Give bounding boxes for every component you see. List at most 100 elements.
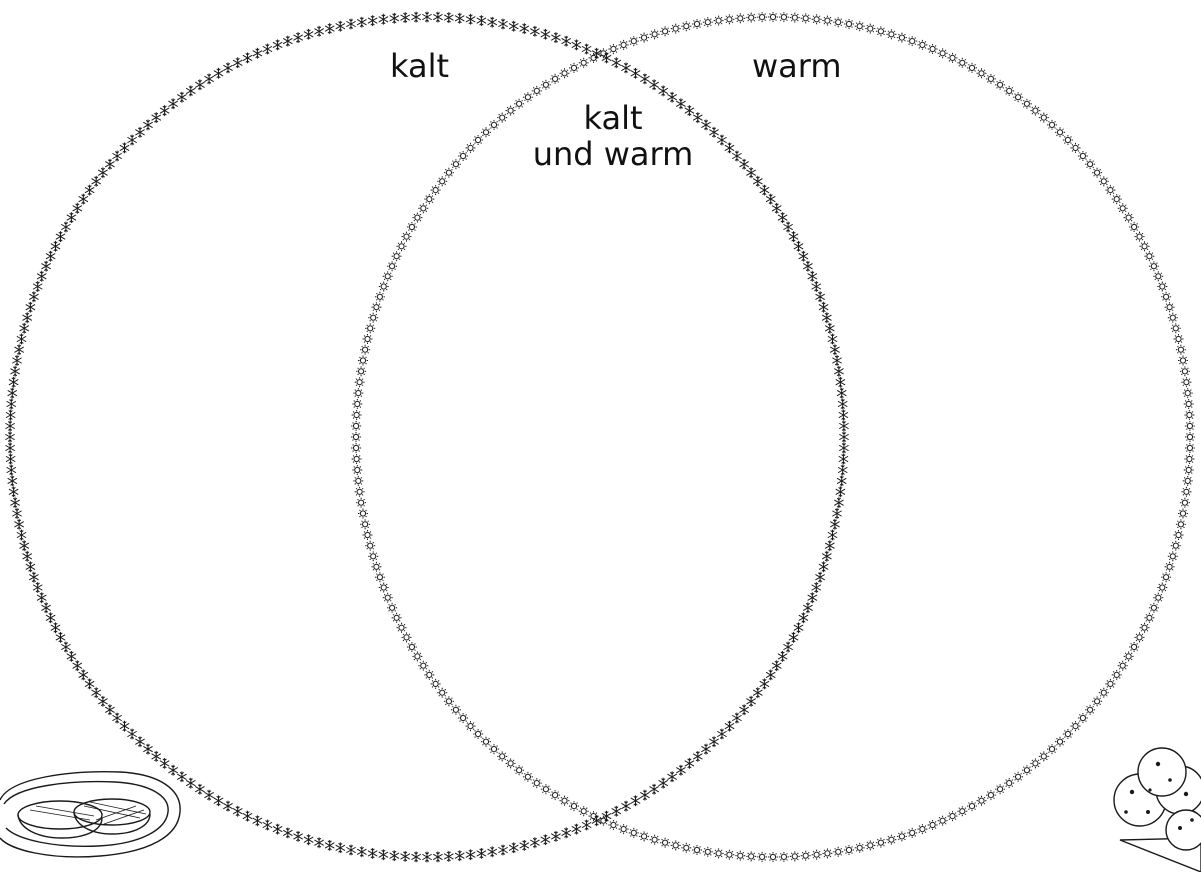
snowflake-icon bbox=[67, 213, 76, 223]
sun-icon bbox=[639, 33, 649, 43]
sun-icon bbox=[897, 33, 907, 43]
sun-icon bbox=[1153, 271, 1163, 281]
snowflake-icon bbox=[659, 778, 668, 788]
snowflake-icon bbox=[26, 562, 35, 572]
sun-icon bbox=[1174, 334, 1184, 344]
sun-icon bbox=[387, 261, 397, 271]
snowflake-icon bbox=[789, 232, 798, 242]
snowflake-icon bbox=[650, 80, 659, 90]
warm-label: warm bbox=[752, 48, 842, 84]
sun-icon bbox=[1124, 213, 1134, 223]
snowflake-icon bbox=[315, 838, 324, 848]
sun-icon bbox=[473, 135, 483, 145]
sun-icon bbox=[822, 16, 832, 26]
sun-icon bbox=[1185, 443, 1195, 453]
snowflake-icon bbox=[812, 282, 821, 292]
sun-icon bbox=[957, 806, 967, 816]
snowflake-icon bbox=[73, 661, 82, 671]
snowflake-icon bbox=[128, 729, 137, 739]
sun-icon bbox=[977, 68, 987, 78]
snowflake-icon bbox=[6, 432, 15, 442]
snowflake-icon bbox=[466, 850, 475, 860]
snowflake-icon bbox=[816, 572, 825, 582]
sun-icon bbox=[714, 848, 724, 858]
snowflake-icon bbox=[718, 729, 727, 739]
sun-icon bbox=[368, 551, 378, 561]
snowflake-icon bbox=[784, 642, 793, 652]
sun-icon bbox=[844, 845, 854, 855]
snowflake-icon bbox=[56, 232, 65, 242]
snowflake-icon bbox=[205, 74, 214, 84]
snowflake-icon bbox=[733, 713, 742, 723]
sun-icon bbox=[1149, 261, 1159, 271]
snowflake-icon bbox=[799, 613, 808, 623]
sun-icon bbox=[692, 19, 702, 29]
snowflake-icon bbox=[51, 623, 60, 633]
snowflake-icon bbox=[152, 751, 161, 761]
sun-icon bbox=[1039, 113, 1049, 123]
sun-icon bbox=[1099, 176, 1109, 186]
snowflake-icon bbox=[839, 410, 848, 420]
snowflake-icon bbox=[7, 465, 16, 475]
sun-icon bbox=[833, 17, 843, 27]
snowflake-icon bbox=[612, 806, 621, 816]
sun-icon bbox=[358, 356, 368, 366]
snowflake-icon bbox=[304, 835, 313, 845]
sun-icon bbox=[1013, 92, 1023, 102]
snowflake-icon bbox=[650, 784, 659, 794]
snowflake-icon bbox=[9, 377, 18, 387]
sun-icon bbox=[1078, 151, 1088, 161]
snowflake-icon bbox=[46, 251, 55, 261]
sun-icon bbox=[365, 323, 375, 333]
snowflake-icon bbox=[725, 721, 734, 731]
sun-icon bbox=[352, 454, 362, 464]
sun-icon bbox=[560, 68, 570, 78]
snowflake-icon bbox=[455, 13, 464, 23]
sun-icon bbox=[1161, 572, 1171, 582]
snowflake-icon bbox=[520, 24, 529, 34]
snowflake-icon bbox=[294, 33, 303, 43]
snowflake-icon bbox=[379, 14, 388, 24]
snowflake-icon bbox=[62, 642, 71, 652]
sun-icon bbox=[801, 13, 811, 23]
sun-icon bbox=[822, 848, 832, 858]
snowflake-icon bbox=[284, 828, 293, 838]
sun-icon bbox=[444, 696, 454, 706]
sun-icon bbox=[1092, 168, 1102, 178]
sun-icon bbox=[375, 572, 385, 582]
snowflake-icon bbox=[838, 399, 847, 409]
sun-icon bbox=[608, 44, 618, 54]
snowflake-icon bbox=[205, 790, 214, 800]
sun-icon bbox=[523, 772, 533, 782]
snowflake-icon bbox=[233, 806, 242, 816]
sun-icon bbox=[351, 432, 361, 442]
overlap-label: kalt und warm bbox=[532, 100, 694, 172]
snowflake-icon bbox=[840, 443, 849, 453]
sun-icon bbox=[1140, 623, 1150, 633]
snowflake-icon bbox=[772, 661, 781, 671]
sun-icon bbox=[407, 642, 417, 652]
snowflake-icon bbox=[99, 168, 108, 178]
snowflake-icon bbox=[812, 583, 821, 593]
sun-icon bbox=[948, 811, 958, 821]
snowflake-icon bbox=[694, 751, 703, 761]
sun-icon bbox=[1168, 551, 1178, 561]
snowflake-icon bbox=[17, 530, 26, 540]
snowflake-icon bbox=[6, 443, 15, 453]
sun-icon bbox=[397, 241, 407, 251]
sun-icon bbox=[392, 251, 402, 261]
snowflake-icon bbox=[612, 58, 621, 68]
sun-icon bbox=[1184, 454, 1194, 464]
sun-icon bbox=[497, 113, 507, 123]
snowflake-icon bbox=[23, 551, 32, 561]
sun-icon bbox=[833, 847, 843, 857]
snowflake-icon bbox=[423, 12, 432, 22]
snowflake-icon bbox=[740, 705, 749, 715]
sun-icon bbox=[790, 851, 800, 861]
snowflake-icon bbox=[754, 688, 763, 698]
snowflake-icon bbox=[23, 313, 32, 323]
sun-icon bbox=[1178, 356, 1188, 366]
snowflake-icon bbox=[33, 282, 42, 292]
snowflake-icon bbox=[224, 63, 233, 73]
snowflake-icon bbox=[828, 334, 837, 344]
